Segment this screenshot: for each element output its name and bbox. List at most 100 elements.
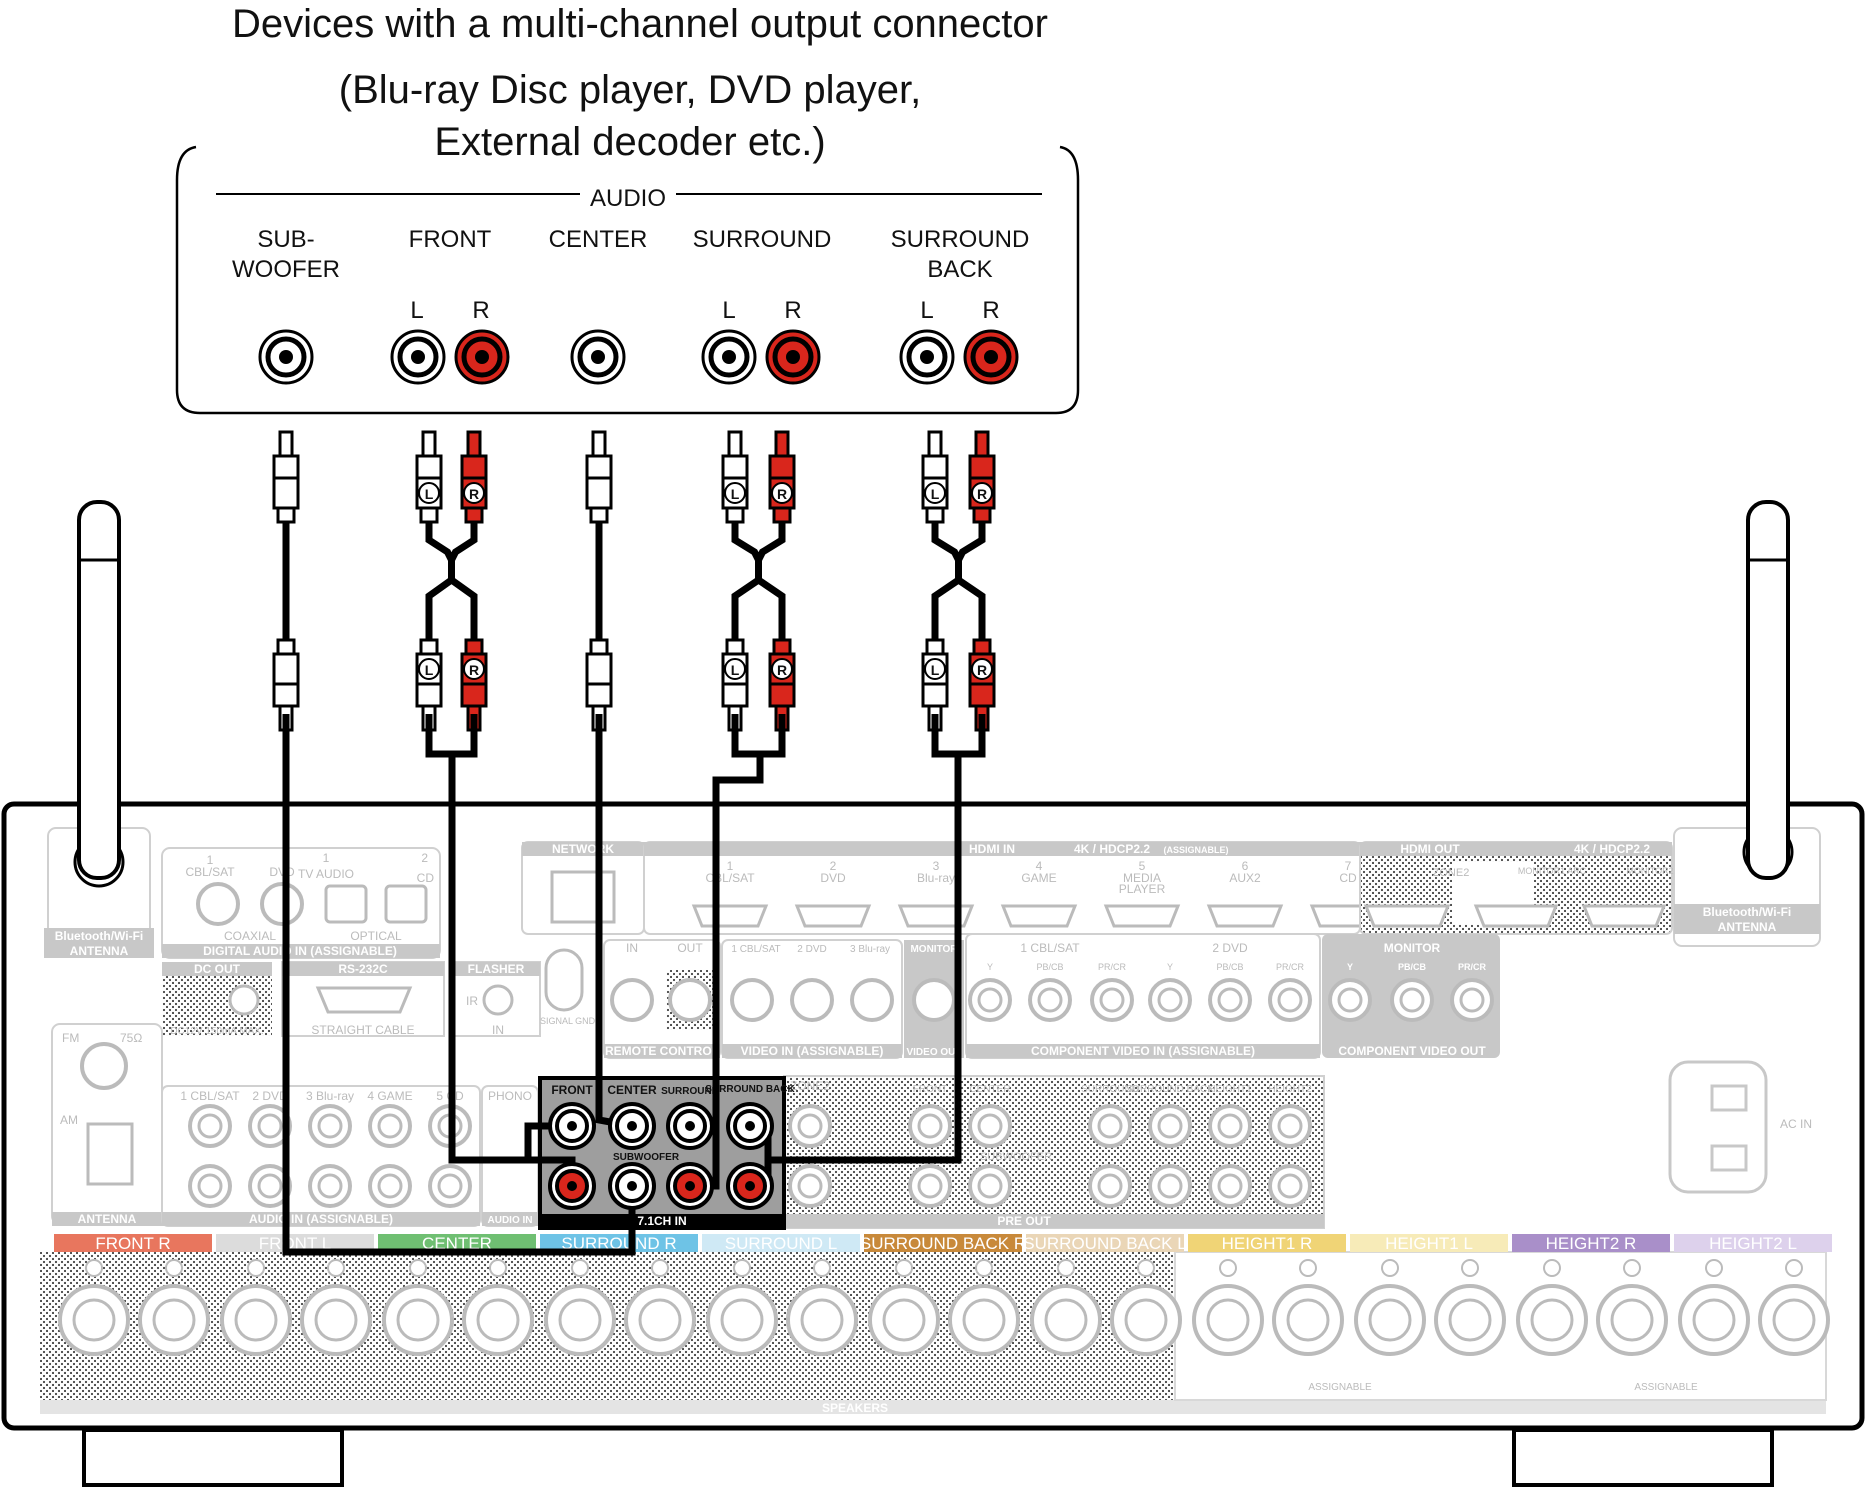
hdmi-in-port-4[interactable]: [1000, 904, 1078, 928]
front-r-out-jack[interactable]: [454, 329, 510, 385]
flasher-in-jack[interactable]: [482, 984, 514, 1016]
ac-in-socket-bottom[interactable]: [1710, 1144, 1748, 1172]
subwoofer-plug-top: [272, 430, 300, 524]
surround-r-out-jack[interactable]: [765, 329, 821, 385]
video-out-jack[interactable]: [912, 978, 956, 1022]
hdmi-in-port-6[interactable]: [1206, 904, 1284, 928]
signal-gnd-terminal[interactable]: [544, 948, 584, 1012]
video-in-jack-3[interactable]: [850, 978, 894, 1022]
am-terminal[interactable]: [86, 1122, 134, 1186]
opt-2-num: 2: [421, 851, 428, 865]
ac-in-socket-top[interactable]: [1710, 1084, 1748, 1112]
optical-jack-2[interactable]: [384, 884, 428, 924]
video-in-1-label: 1 CBL/SAT: [731, 944, 780, 955]
remote-in-jack[interactable]: [610, 978, 654, 1022]
video-in-jack-2[interactable]: [790, 978, 834, 1022]
audio-in-label-2: 2 DVD: [252, 1089, 288, 1103]
surround-plug-bottom-l-letter: L: [731, 662, 740, 678]
ch71-center-label: CENTER: [607, 1083, 657, 1097]
hdmi-out-monitor1-port[interactable]: [1473, 904, 1559, 928]
antenna-label: ANTENNA: [78, 1212, 137, 1226]
surround-back-l-label: L: [920, 297, 933, 324]
remote-out-jack[interactable]: [668, 978, 712, 1022]
center-out-jack[interactable]: [570, 329, 626, 385]
rs232c-port[interactable]: [315, 986, 413, 1014]
speaker-bar-label-7: SURROUND BACK L: [1023, 1234, 1186, 1253]
speaker-bar-4: [540, 1234, 698, 1252]
left-antenna-label-1: Bluetooth/Wi-Fi: [55, 929, 144, 943]
zone2-label: ZONE2: [790, 1079, 830, 1093]
front-plug-bottom-r-letter: R: [469, 662, 479, 678]
front-plug-bottom-l: L: [415, 638, 443, 732]
coaxial-label: COAXIAL: [224, 929, 276, 943]
signal-gnd-label: SIGNAL GND: [540, 1016, 596, 1026]
hdmi-in-port-5[interactable]: [1103, 904, 1181, 928]
rs232c-label: RS-232C: [338, 962, 388, 976]
hdmi-out-monitor2-port[interactable]: [1581, 904, 1667, 928]
hdmi-out-zone2-port[interactable]: [1363, 904, 1451, 928]
digital-audio-in-label: DIGITAL AUDIO IN (ASSIGNABLE): [203, 944, 397, 958]
speaker-bar-label-2: FRONT L: [259, 1234, 331, 1253]
audio-in-label: AUDIO IN (ASSIGNABLE): [249, 1212, 393, 1226]
video-in-2-label: 2 DVD: [797, 944, 826, 955]
left-antenna-label-2: ANTENNA: [70, 944, 129, 958]
surround-back-cable-r: [955, 520, 986, 640]
component-in-2-pb-cb-label: PB/CB: [1216, 962, 1243, 972]
hdmi-in-port-1[interactable]: [691, 904, 769, 928]
hdmi-in-port-2[interactable]: [794, 904, 872, 928]
subwoofer-out-jack[interactable]: [258, 329, 314, 385]
speaker-bar-5: [702, 1234, 860, 1252]
coax-1-num: 1: [207, 853, 214, 867]
front-l-out-jack[interactable]: [390, 329, 446, 385]
dc-out-label: DC OUT: [194, 962, 241, 976]
am-label: AM: [60, 1113, 78, 1127]
pre-out-label-1: FRONT: [913, 1084, 947, 1095]
surround-plug-bottom-r-letter: R: [777, 662, 787, 678]
hdmi-in-port-3[interactable]: [897, 904, 975, 928]
hdmi-in-name-6: AUX2: [1229, 871, 1261, 885]
front-r-label: R: [472, 297, 489, 324]
ch71-surround-back-label: SURROUND BACK: [705, 1084, 795, 1095]
component-in-2-y-label: Y: [1167, 962, 1173, 972]
surround-l-out-jack[interactable]: [701, 329, 757, 385]
coaxial-jack-2[interactable]: [260, 882, 304, 926]
optical-jack-1[interactable]: [324, 884, 368, 924]
fm-jack[interactable]: [80, 1042, 128, 1090]
left-antenna: Bluetooth/Wi-Fi ANTENNA: [44, 500, 154, 958]
hdmi-in-num-3: 3: [933, 859, 940, 873]
component-out-3-label: PR/CR: [1458, 962, 1487, 972]
front-cable-r: [448, 520, 478, 640]
surround-back-plug-top-l: L: [921, 430, 949, 524]
subwoofer-route: [282, 714, 636, 1256]
pre-out-jacks: [788, 1104, 1312, 1208]
coax-1-name: CBL/SAT: [185, 865, 235, 879]
hdmi-in-num-6: 6: [1242, 859, 1249, 873]
control-section: DC OUT DC12V 150mA MAX. RS-232C STRAIGHT…: [162, 961, 541, 1037]
digital-audio-in-section: 1 CBL/SAT DVD 1 TV AUDIO 2 CD COAXIAL OP…: [161, 847, 441, 959]
hdmi-in-section: HDMI IN 4K / HDCP2.2 (ASSIGNABLE) 1CBL/S…: [643, 841, 1387, 935]
network-port[interactable]: [550, 870, 616, 924]
subwoofer-preout-label: SUBWOOFER: [980, 1151, 1052, 1163]
hdmi-in-num-4: 4: [1036, 859, 1043, 873]
fm-ohm-label: 75Ω: [120, 1031, 142, 1045]
surround-plug-top-r: R: [768, 430, 796, 524]
dc-out-jack[interactable]: [228, 984, 260, 1016]
pre-out-label-5: HEIGHT1: [1208, 1084, 1252, 1095]
subwoofer-label-1: SUB-: [257, 226, 314, 253]
flasher-label: FLASHER: [468, 962, 525, 976]
ch71-subwoofer-label: SUBWOOFER: [613, 1152, 680, 1163]
rc-out-label: OUT: [677, 941, 703, 955]
surround-back-label-2: BACK: [927, 256, 992, 283]
coaxial-jack-1[interactable]: [196, 882, 240, 926]
speaker-bar-7: [1026, 1234, 1184, 1252]
speakers-strip: [40, 1400, 1826, 1414]
hdmi-out-spec-label: 4K / HDCP2.2: [1574, 842, 1650, 856]
surround-back-r-out-jack[interactable]: [963, 329, 1019, 385]
video-in-jack-1[interactable]: [730, 978, 774, 1022]
surround-plug-top-l: L: [721, 430, 749, 524]
surround-back-l-out-jack[interactable]: [899, 329, 955, 385]
